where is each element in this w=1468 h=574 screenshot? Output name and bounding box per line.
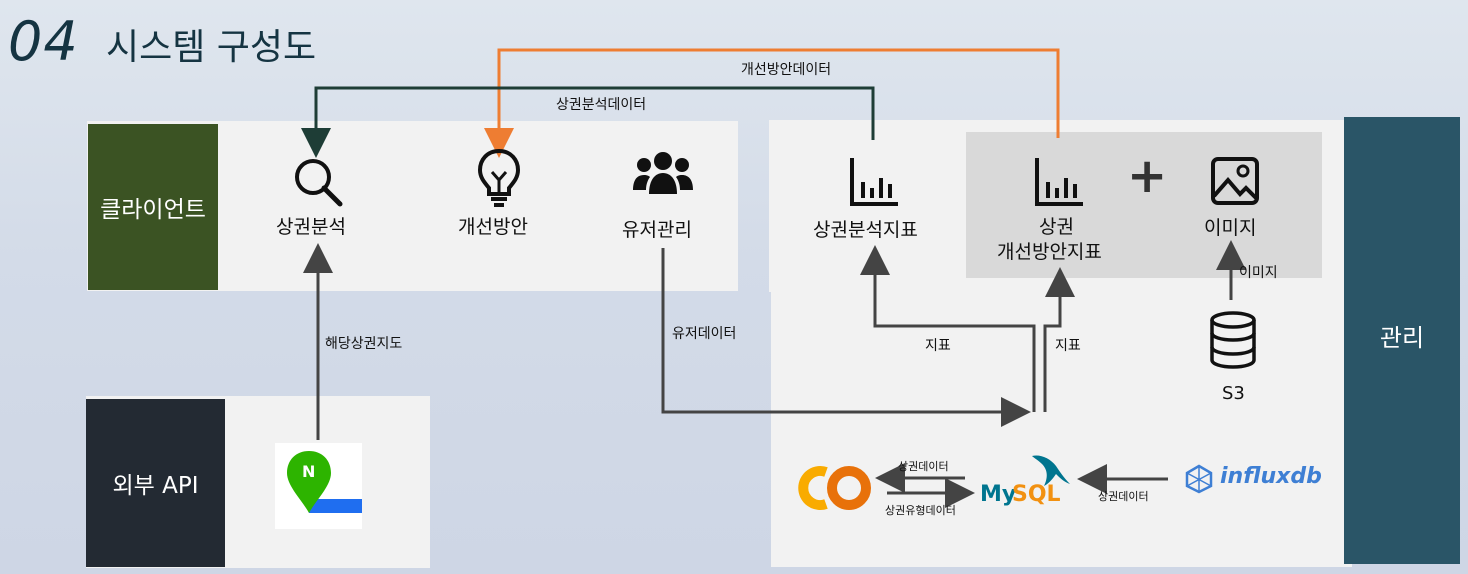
plus-icon: + [1127,148,1168,204]
analysis-data-edge [301,86,875,158]
external-api-label: 외부 API [112,473,199,499]
commercial-data-label-right: 상권데이터 [1098,490,1149,503]
page-title: 시스템 구성도 [106,27,317,68]
bar-chart-icon [1033,156,1085,208]
admin-label: 관리 [1379,324,1425,352]
improvement-index-label-line2: 개선방안지표 [997,241,1102,263]
section-number: 04 [8,10,79,73]
mysql-my: My [980,482,1017,507]
image-icon [1210,156,1260,206]
external-api-label-block: 외부 API [86,399,225,567]
users-icon [632,150,694,196]
search-icon [292,156,344,208]
index-edge-left [860,245,1036,412]
admin-label-block: 관리 [1344,117,1460,564]
improvement-data-label: 개선방안데이터 [741,62,832,78]
improvement-index-group [966,132,1322,278]
improvement-index-label-line1: 상권 [1039,216,1074,238]
naver-map-letter: N [302,462,316,481]
map-data-label: 해당상권지도 [325,336,403,352]
image-edge-label: 이미지 [1239,265,1278,281]
colab-logo [794,460,876,516]
analysis-index-label: 상권분석지표 [813,219,918,241]
improvement-data-edge [484,48,1060,158]
client-label: 클라이언트 [100,197,206,223]
influxdb-icon [1185,464,1213,494]
client-label-block: 클라이언트 [88,124,218,290]
improvement-node-label: 개선방안 [458,216,528,238]
analysis-data-label: 상권분석데이터 [556,97,647,113]
influxdb-text: influxdb [1220,464,1322,489]
index-label-left: 지표 [925,338,951,354]
mysql-sql: SQL [1012,482,1061,507]
bar-chart-icon [848,156,900,208]
influxdb-logo: influxdb [1184,462,1322,496]
user-data-edge [661,248,1031,427]
user-data-label: 유저데이터 [672,326,737,342]
mysql-logo: My SQL [978,450,1074,512]
database-icon [1208,311,1258,369]
s3-label: S3 [1222,383,1245,404]
index-label-right: 지표 [1055,338,1081,354]
commercial-type-data-label: 상권유형데이터 [885,504,956,517]
image-node-label: 이미지 [1204,217,1257,239]
lightbulb-icon [476,148,522,208]
naver-map-logo: N [275,443,362,529]
index-edge-right [1043,267,1075,412]
commercial-data-label-top: 상권데이터 [898,460,949,473]
analysis-node-label: 상권분석 [276,216,346,238]
user-mgmt-node-label: 유저관리 [622,219,692,241]
